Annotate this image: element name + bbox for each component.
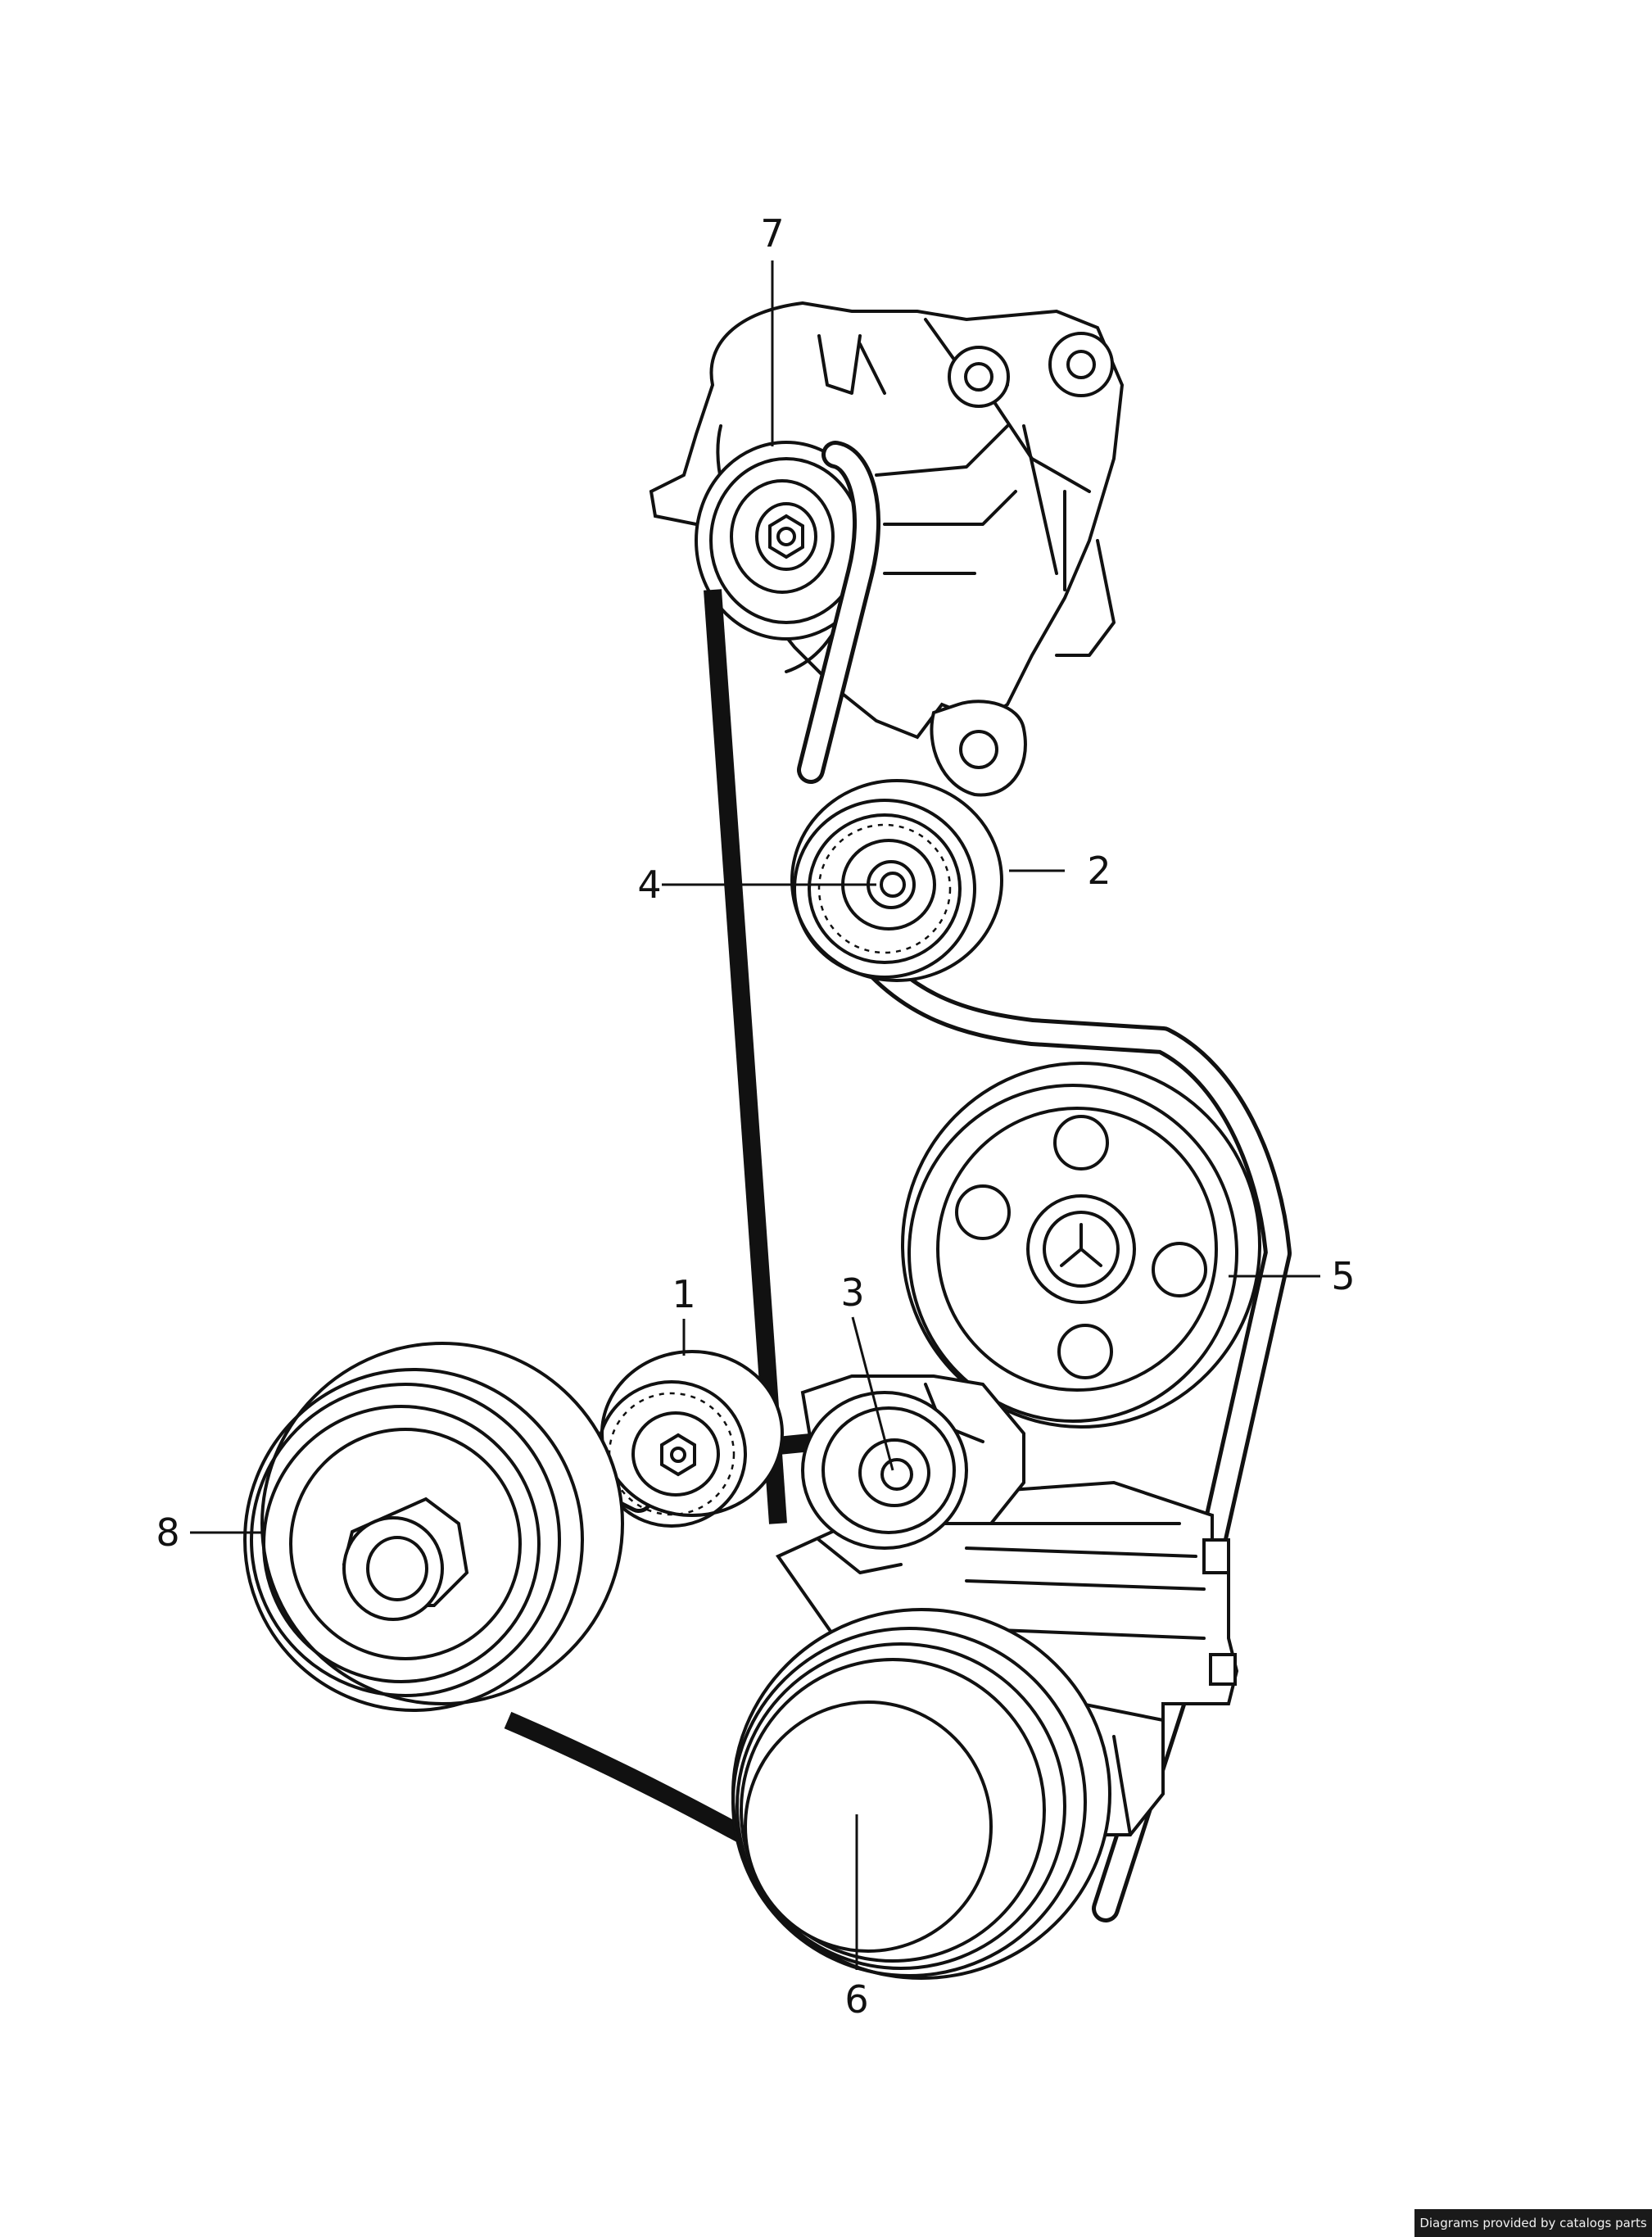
- callout-8[interactable]: 8: [156, 1510, 180, 1555]
- crankshaft-pulley: [243, 1342, 624, 1712]
- credit-footer: Diagrams provided by catalogs parts: [1414, 2209, 1652, 2237]
- callout-5[interactable]: 5: [1331, 1254, 1356, 1298]
- idler-pulley-upper: [790, 779, 1003, 982]
- callout-1[interactable]: 1: [672, 1272, 696, 1316]
- callout-7[interactable]: 7: [760, 211, 785, 256]
- water-pump-pulley: [901, 1062, 1261, 1429]
- ac-compressor-pulley: [731, 1608, 1111, 1980]
- idler-pulley-lower: [596, 1350, 784, 1528]
- callout-4[interactable]: 4: [637, 863, 662, 907]
- leader-lines: [190, 260, 1320, 1970]
- alternator-housing: [649, 301, 1125, 797]
- leader-3: [851, 1316, 894, 1471]
- tensioner-pulley: [800, 1374, 1025, 1574]
- callout-6[interactable]: 6: [844, 1977, 869, 2022]
- callout-2[interactable]: 2: [1087, 849, 1111, 893]
- callout-3[interactable]: 3: [840, 1270, 865, 1315]
